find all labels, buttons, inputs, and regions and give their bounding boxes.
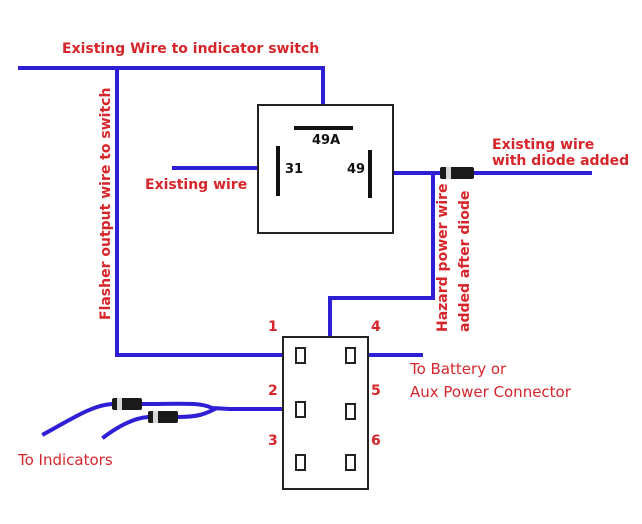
wire-indicators-merge-1 — [139, 401, 233, 412]
switch-pin-5-label: 5 — [371, 383, 381, 399]
switch-terminal-5 — [345, 403, 356, 420]
label-existing-wire-diode-1: Existing wire — [492, 137, 594, 153]
relay-pin-49-label: 49 — [347, 162, 365, 177]
switch-terminal-4 — [345, 347, 356, 364]
label-existing-wire: Existing wire — [145, 177, 247, 193]
wire-indicators-merge-2 — [175, 406, 218, 420]
label-to-battery-2: Aux Power Connector — [410, 383, 572, 401]
label-to-indicators: To Indicators — [17, 451, 113, 469]
switch-terminal-6 — [345, 454, 356, 471]
diode-indicator-2 — [148, 411, 178, 423]
wire-flasher-output — [115, 66, 303, 357]
switch-pin-3-label: 3 — [268, 433, 278, 449]
relay-pin-31-label: 31 — [285, 162, 303, 177]
label-flasher-output: Flasher output wire to switch — [98, 88, 114, 320]
wire-to-indicators-1 — [41, 401, 115, 437]
label-existing-wire-indicator: Existing Wire to indicator switch — [62, 41, 319, 57]
label-to-battery-1: To Battery or — [409, 360, 507, 378]
flasher-relay: 49A 31 49 — [257, 104, 394, 234]
relay-pin-49a-label: 49A — [312, 133, 340, 148]
hazard-switch — [282, 336, 369, 490]
label-hazard-1: Hazard power wire — [435, 183, 451, 332]
switch-terminal-2 — [295, 401, 306, 418]
switch-pin-2-label: 2 — [268, 383, 278, 399]
switch-pin-1-label: 1 — [268, 319, 278, 335]
switch-terminal-1 — [295, 347, 306, 364]
wire-to-indicators-2 — [101, 414, 151, 440]
label-hazard-2: added after diode — [457, 191, 473, 332]
label-existing-wire-diode-2: with diode added — [492, 153, 629, 169]
diode-indicator-1 — [112, 398, 142, 410]
diode-main — [440, 167, 474, 179]
switch-pin-4-label: 4 — [371, 319, 381, 335]
switch-pin-6-label: 6 — [371, 433, 381, 449]
switch-terminal-3 — [295, 454, 306, 471]
